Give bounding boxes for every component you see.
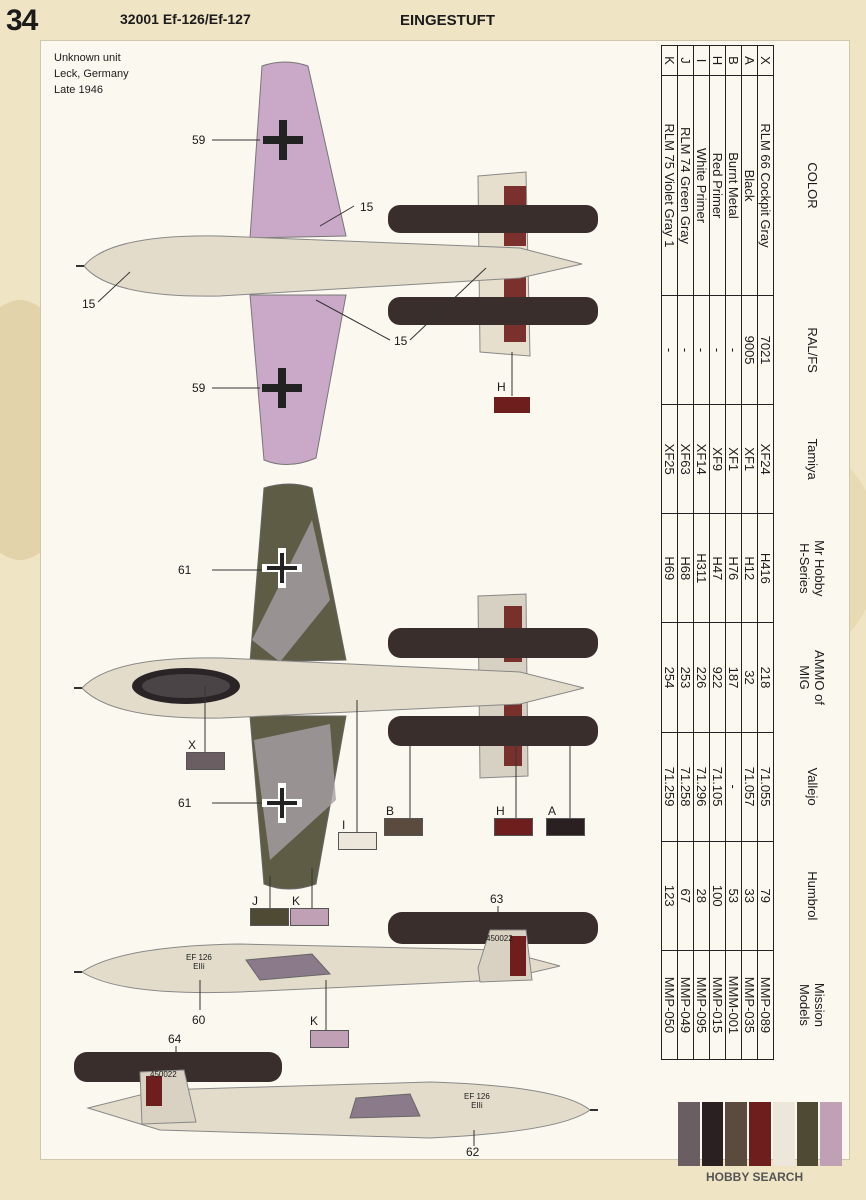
top-view-upper: [76, 61, 598, 465]
color-chip: [796, 1102, 819, 1166]
callout-59: 59: [192, 133, 206, 147]
left-wing: [349, 1093, 421, 1119]
unit-info: Unknown unit Leck, Germany Late 1946: [54, 50, 129, 98]
side-wing: [245, 953, 332, 981]
header-tamiya: Tamiya: [774, 404, 850, 514]
top-view-lower: [74, 483, 598, 908]
header-key: [774, 45, 850, 76]
color-chip: [749, 1102, 771, 1166]
serial-number: 450022: [486, 934, 513, 943]
color-chips: [678, 1102, 844, 1166]
callout-61: 61: [178, 563, 192, 577]
legend-label-h: H: [497, 380, 506, 394]
color-chip: [820, 1102, 843, 1166]
callout-62: 62: [466, 1145, 480, 1159]
color-chip: [772, 1102, 795, 1166]
side-view-left: [74, 1046, 598, 1146]
swatch-j: [250, 908, 289, 926]
unit-name: Unknown unit: [54, 52, 121, 64]
page-number: 34: [6, 4, 38, 37]
color-chip: [701, 1102, 724, 1166]
table-row: I White Primer - XF14 H311 226 71.296 28…: [694, 45, 710, 1060]
left-fin-red: [146, 1076, 162, 1106]
table-row: J RLM 74 Green Gray - XF63 H68 253 71.25…: [678, 45, 694, 1060]
balkenkreuz-icon: [262, 548, 302, 588]
header-ralfs: RAL/FS: [774, 295, 850, 405]
upper-wing-left: [249, 61, 347, 239]
table-row: X RLM 66 Cockpit Gray 7021 XF24 H416 218…: [758, 45, 774, 1060]
legend-label-x: X: [188, 738, 197, 752]
lower-wing-left-band: [252, 520, 330, 662]
side-fin-red: [510, 936, 526, 976]
legend-label-b: B: [386, 804, 395, 818]
legend-label-k: K: [292, 894, 301, 908]
table-row: A Black 9005 XF1 H12 32 71.057 33 MMP-03…: [742, 45, 758, 1060]
unit-location: Leck, Germany: [54, 68, 129, 80]
upper-wing-right: [249, 294, 347, 465]
balkenkreuz-icon: [262, 783, 302, 823]
cockpit-canopy-glass: [142, 674, 230, 698]
color-chip: [678, 1102, 700, 1166]
table-row: B Burnt Metal - XF1 H76 187 - 53 MMM-001: [726, 45, 742, 1060]
header-color: COLOR: [774, 75, 850, 296]
legend-label-j: J: [252, 894, 258, 908]
nose-code: EF 126 EIIi: [186, 953, 212, 971]
callout-61: 61: [178, 796, 192, 810]
table-row: H Red Primer - XF9 H47 922 71.105 100 MM…: [710, 45, 726, 1060]
swatch-k: [290, 908, 329, 926]
callout-60: 60: [192, 1013, 206, 1027]
swatch-a: [546, 818, 585, 836]
callout-59: 59: [192, 381, 206, 395]
balkenkreuz-icon: [262, 368, 302, 408]
page-header: 34 32001 Ef-126/Ef-127 EINGESTUFT: [0, 0, 866, 40]
swatch-i: [338, 832, 377, 850]
left-engine: [74, 1052, 282, 1082]
side-view-right: [74, 906, 598, 1030]
swatch-b: [384, 818, 423, 836]
legend-label-a: A: [548, 804, 557, 818]
swatch-x: [186, 752, 225, 770]
table-row: K RLM 75 Violet Gray 1 - XF25 H69 254 71…: [662, 45, 678, 1060]
lower-wing-right-band: [254, 724, 336, 860]
callout-15: 15: [394, 334, 408, 348]
callout-64: 64: [168, 1032, 182, 1046]
engine-bottom: [388, 716, 598, 746]
color-chip: [725, 1102, 748, 1166]
callout-63: 63: [490, 892, 504, 906]
header-humbrol: Humbrol: [774, 841, 850, 951]
side-engine: [388, 912, 598, 944]
legend-label-h: H: [496, 804, 505, 818]
balkenkreuz-icon: [263, 120, 303, 160]
swatch-h: [494, 818, 533, 836]
legend-label-k: K: [310, 1014, 319, 1028]
engine-bottom: [388, 297, 598, 325]
nose-code: EF 126 EIIi: [464, 1092, 490, 1110]
engine-top: [388, 205, 598, 233]
legend-label-i: I: [342, 818, 346, 832]
upper-fuselage: [83, 235, 583, 297]
kit-title: 32001 Ef-126/Ef-127: [120, 11, 251, 27]
section-title: EINGESTUFT: [400, 12, 496, 29]
engine-top: [388, 628, 598, 658]
callout-15: 15: [360, 200, 374, 214]
watermark: HOBBY SEARCH: [706, 1170, 804, 1184]
unit-date: Late 1946: [54, 84, 103, 96]
serial-number: 450022: [150, 1070, 177, 1079]
swatch-red-primer: [494, 397, 530, 413]
callout-15: 15: [82, 297, 96, 311]
swatch-k: [310, 1030, 349, 1048]
header-vallejo: Vallejo: [774, 732, 850, 842]
